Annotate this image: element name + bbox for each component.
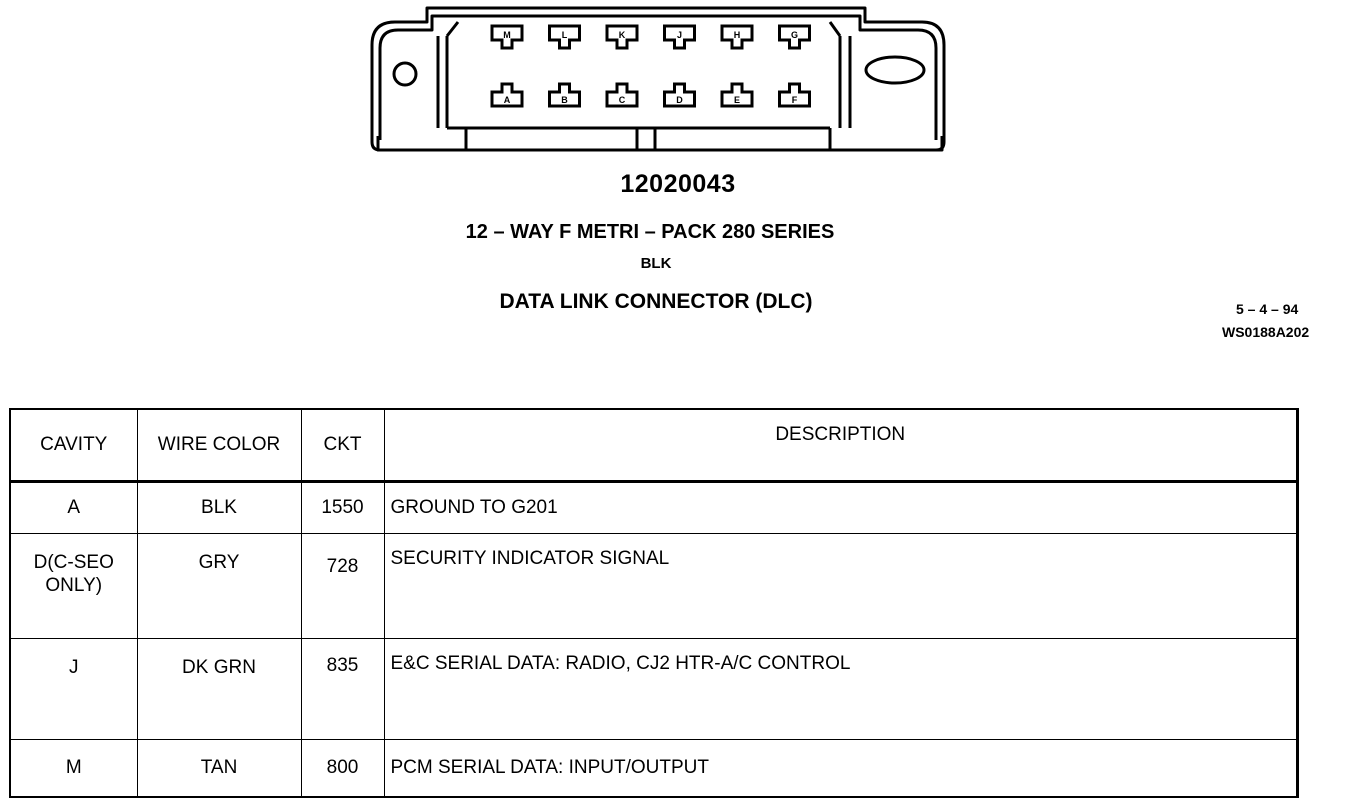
connector-drawing: M L K J H G A B C D E F (370, 6, 946, 152)
wiring-table: CAVITY WIRE COLOR CKT DESCRIPTION A BLK … (9, 408, 1299, 798)
cavity-cell: J (9, 638, 138, 740)
ckt-cell: 800 (300, 739, 385, 798)
header-ckt: CKT (300, 408, 385, 483)
drawing-code: WS0188A202 (1222, 324, 1310, 340)
header-wire-color: WIRE COLOR (136, 408, 302, 483)
oval-slot-icon (864, 55, 926, 85)
pin-label: H (734, 30, 741, 40)
connector-series: 12 – WAY F METRI – PACK 280 SERIES (465, 221, 835, 243)
pin-label: G (791, 30, 798, 40)
left-latch (436, 21, 460, 128)
pin-label: L (562, 30, 568, 40)
pin-cavity (490, 24, 524, 50)
pin-cavity (605, 82, 639, 108)
description-cell: PCM SERIAL DATA: INPUT/OUTPUT (383, 739, 1298, 798)
description-cell: SECURITY INDICATOR SIGNAL (383, 533, 1298, 639)
pin-cavity (490, 82, 524, 108)
wire-color-cell: BLK (136, 481, 302, 534)
pin-cavity (548, 24, 581, 50)
center-key (635, 128, 657, 152)
pin-cavity (548, 82, 581, 108)
cavity-cell: A (9, 481, 138, 534)
table-row: A BLK 1550 GROUND TO G201 (9, 481, 1298, 534)
bottom-pin-row: A B C D E F (490, 82, 811, 108)
ckt-cell: 1550 (300, 481, 385, 534)
right-latch (828, 21, 852, 128)
drawing-date: 5 – 4 – 94 (1236, 301, 1299, 317)
table-row: D(C-SEO ONLY) GRY 728 SECURITY INDICATOR… (9, 533, 1298, 639)
description-cell: GROUND TO G201 (383, 481, 1298, 534)
connector-name: DATA LINK CONNECTOR (DLC) (499, 290, 813, 313)
table-row: J DK GRN 835 E&C SERIAL DATA: RADIO, CJ2… (9, 638, 1298, 740)
mounting-hole-icon (392, 61, 418, 87)
pin-cavity (605, 24, 639, 50)
description-cell: E&C SERIAL DATA: RADIO, CJ2 HTR-A/C CONT… (383, 638, 1298, 740)
cavity-cell: M (9, 739, 138, 798)
pin-cavity (663, 82, 696, 108)
right-foot (828, 128, 944, 152)
part-number: 12020043 (620, 170, 736, 198)
pin-label: M (503, 30, 511, 40)
wire-color-cell: TAN (136, 739, 302, 798)
pin-label: E (734, 95, 740, 105)
wire-color-cell: GRY (136, 533, 302, 639)
pin-label: K (619, 30, 626, 40)
pin-label: F (792, 95, 798, 105)
pin-cavity (663, 24, 696, 50)
ckt-cell: 728 (300, 533, 385, 639)
header-cavity: CAVITY (9, 408, 138, 483)
pin-label: D (676, 95, 683, 105)
pin-cavity (778, 82, 811, 108)
pin-cavity (778, 24, 811, 50)
header-description: DESCRIPTION (383, 408, 1298, 483)
connector-color: BLK (640, 255, 672, 272)
pin-cavity (720, 24, 754, 50)
pin-label: A (504, 95, 511, 105)
left-foot (376, 126, 468, 152)
cavity-cell: D(C-SEO ONLY) (9, 533, 138, 639)
connector-inner-outline (378, 14, 938, 140)
ckt-cell: 835 (300, 638, 385, 740)
table-row: M TAN 800 PCM SERIAL DATA: INPUT/OUTPUT (9, 739, 1298, 798)
table-header-row: CAVITY WIRE COLOR CKT DESCRIPTION (9, 408, 1298, 483)
pin-label: J (677, 30, 682, 40)
pin-label: C (619, 95, 626, 105)
pin-label: B (561, 95, 568, 105)
pin-cavity (720, 82, 754, 108)
wire-color-cell: DK GRN (136, 638, 302, 740)
